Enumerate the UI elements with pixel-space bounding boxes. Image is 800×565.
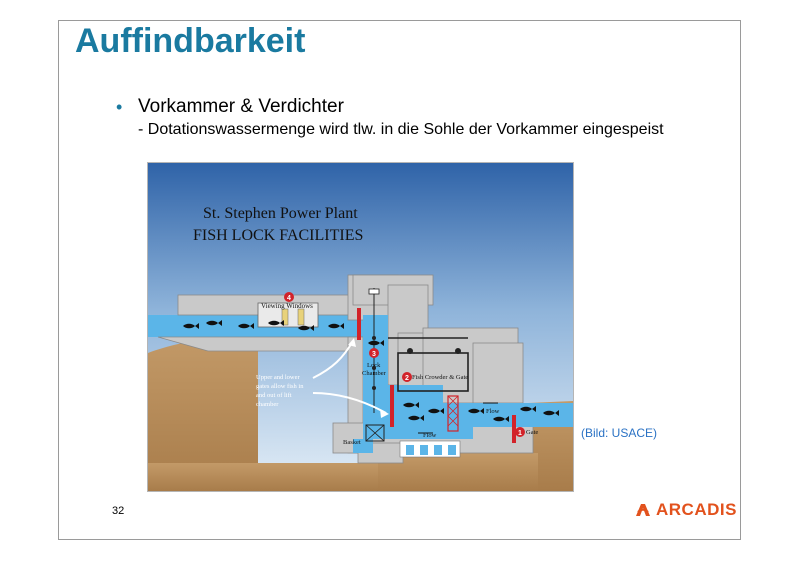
svg-text:1: 1 bbox=[518, 430, 522, 437]
label-gates-note-2: gates allow fish in bbox=[256, 383, 304, 390]
marker-4: 4 bbox=[284, 292, 294, 302]
downstream-gate bbox=[512, 415, 516, 443]
lift-basket bbox=[365, 424, 385, 442]
diagram-title-line1: St. Stephen Power Plant bbox=[203, 205, 358, 222]
concrete-structure bbox=[157, 274, 534, 464]
soil-ground bbox=[148, 333, 258, 491]
label-viewing-windows: Viewing Windows bbox=[261, 302, 313, 310]
arcadis-logo: ARCADIS bbox=[634, 500, 737, 520]
label-gates-note-3: and out of lift bbox=[256, 392, 292, 399]
arcadis-logo-icon bbox=[636, 504, 650, 516]
fish-lock-diagram: St. Stephen Power Plant FISH LOCK FACILI… bbox=[147, 162, 574, 492]
svg-text:2: 2 bbox=[405, 375, 409, 382]
crowder-frame bbox=[397, 352, 469, 392]
label-lock-1: Lock bbox=[367, 362, 381, 369]
bullet-sub-text: - Dotationswassermenge wird tlw. in die … bbox=[138, 121, 664, 138]
diagram-title-line2: FISH LOCK FACILITIES bbox=[193, 227, 363, 244]
label-gate: Gate bbox=[526, 429, 538, 436]
bullet-symbol: • bbox=[116, 97, 123, 117]
label-basket: Basket bbox=[343, 439, 361, 446]
label-flow-bottom: Flow bbox=[423, 432, 437, 439]
svg-text:3: 3 bbox=[372, 351, 376, 358]
marker-3: 3 bbox=[369, 348, 379, 358]
image-credit: (Bild: USACE) bbox=[581, 426, 658, 440]
label-lock-2: Chamber bbox=[362, 370, 387, 377]
label-gates-note-1: Upper and lower bbox=[256, 374, 301, 381]
label-gates-note-4: chamber bbox=[256, 401, 279, 408]
lower-gate bbox=[390, 385, 394, 427]
label-fish-crowder: Fish Crowder & Gate bbox=[412, 374, 468, 381]
marker-2: 2 bbox=[402, 372, 412, 382]
page-number: 32 bbox=[112, 505, 125, 517]
crowder-screen bbox=[447, 395, 459, 432]
slide-title: Auffindbarkeit bbox=[75, 22, 306, 60]
label-flow-right: Flow bbox=[486, 408, 500, 415]
logo-text: ARCADIS bbox=[656, 500, 737, 519]
marker-1: 1 bbox=[515, 427, 525, 437]
svg-text:4: 4 bbox=[287, 295, 291, 302]
upper-gate bbox=[357, 308, 361, 340]
bullet-main-text: Vorkammer & Verdichter bbox=[138, 96, 344, 117]
